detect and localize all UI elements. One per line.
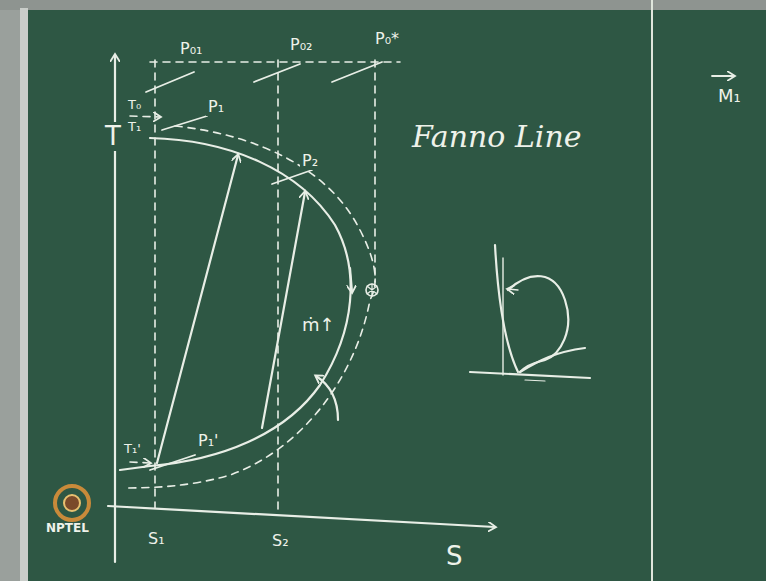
sonic-point [367,284,377,296]
t1prime-guide [130,462,150,463]
process-arrow [157,155,238,463]
inset-mark [525,380,545,381]
temperature-label: T₁ [126,120,143,134]
pressure-line [332,62,382,82]
fanno-line-dashed [125,126,375,488]
logo [55,486,89,520]
pressure-line [146,72,194,92]
pressure-label: P₀* [373,30,401,48]
pressure-label: P₀₁ [178,40,204,58]
diagram-title: Fanno Line [410,120,584,153]
board-frame-edge [20,8,28,581]
pressure-line [162,116,207,130]
pressure-label: P₁ [206,98,226,116]
axis-label: T [103,122,123,151]
watermark: NPTEL [44,522,91,535]
pressure-label: P₁' [196,432,220,450]
pressure-line [272,170,312,184]
inset-curve [495,245,518,372]
temperature-label: T₁' [122,442,143,456]
temperature-label: T₀ [126,98,143,112]
fanno-line [120,138,351,470]
pressure-label: P₀₂ [288,36,314,54]
logo [64,495,80,511]
mass-flow-label: ṁ↑ [300,315,337,335]
star-guide [374,60,376,282]
inset-arrow [508,289,518,290]
axis-label: S [444,542,465,571]
inset-loop [508,276,568,372]
s2-guide [277,60,279,514]
board-divider [651,0,653,581]
pressure-line [254,64,300,82]
inset-axis [470,372,590,378]
process-arrow [262,192,305,428]
s1-guide [154,60,156,508]
inset-curve [520,348,585,372]
inset-axis [502,258,503,375]
stagnation-guide [150,61,400,63]
flow-arrow [712,75,734,77]
sonic-point [366,284,378,296]
curve-arrow [350,268,352,292]
entropy-label: S₂ [270,532,291,550]
pressure-line [150,455,195,470]
pressure-label: P₂ [300,152,320,170]
curved-arrow [316,376,338,420]
mach-label: M₁ [716,86,743,106]
s-axis [108,506,495,527]
entropy-label: S₁ [146,530,167,548]
t0-guide [130,116,160,117]
